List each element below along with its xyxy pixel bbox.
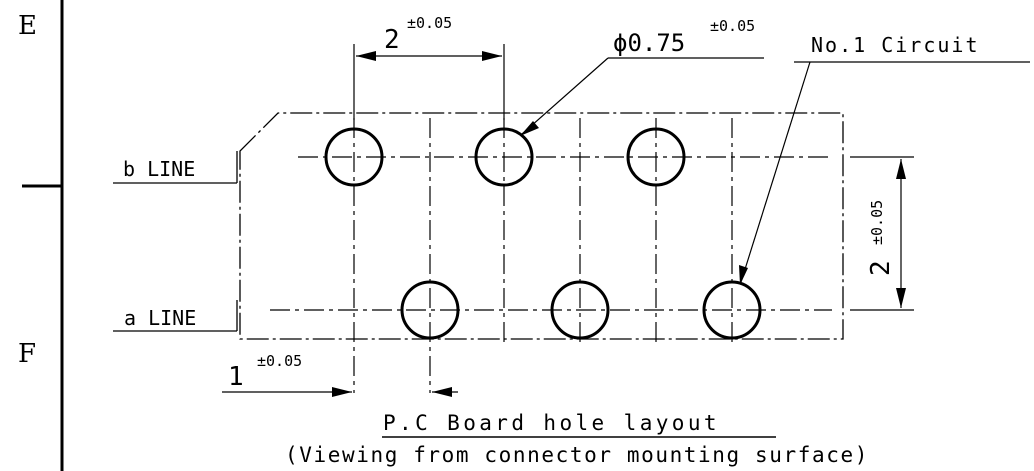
layout-title: P.C Board hole layout (383, 411, 720, 435)
row-spacing-dimension (850, 156, 914, 311)
circuit-label: No.1 Circuit (811, 33, 980, 57)
hole-b1 (324, 127, 384, 187)
hole-diameter-value: ϕ0.75 (613, 29, 685, 57)
zone-label-e: E (18, 11, 37, 41)
offset-value: 1 (228, 362, 244, 392)
pitch-dimension (353, 44, 505, 120)
offset-tolerance: ±0.05 (257, 352, 302, 370)
b-line-label-group: b LINE (113, 151, 238, 184)
a-line-label: a LINE (124, 306, 196, 330)
board-outline (239, 112, 844, 340)
a-line-label-group: a LINE (113, 300, 238, 332)
a-line-holes (400, 280, 762, 340)
pitch-value: 2 (384, 25, 400, 55)
offset-dimension (222, 387, 458, 397)
hole-diameter-leader (520, 57, 764, 136)
hole-a1 (400, 280, 460, 340)
b-line-label: b LINE (123, 157, 195, 181)
hole-diameter-tolerance: ±0.05 (710, 17, 755, 35)
center-lines (270, 118, 832, 393)
hole-a2 (550, 280, 610, 340)
hole-a3 (702, 280, 762, 340)
row-spacing-tolerance: ±0.05 (868, 200, 886, 245)
frame-border (22, 0, 64, 471)
row-spacing-value: 2 (866, 260, 896, 276)
hole-b3 (626, 127, 686, 187)
zone-label-f: F (18, 339, 36, 369)
layout-subtitle: (Viewing from connector mounting surface… (285, 443, 869, 467)
hole-b2 (474, 127, 534, 187)
circuit-leader (739, 61, 1030, 285)
b-line-holes (324, 127, 686, 187)
pitch-tolerance: ±0.05 (407, 14, 452, 32)
